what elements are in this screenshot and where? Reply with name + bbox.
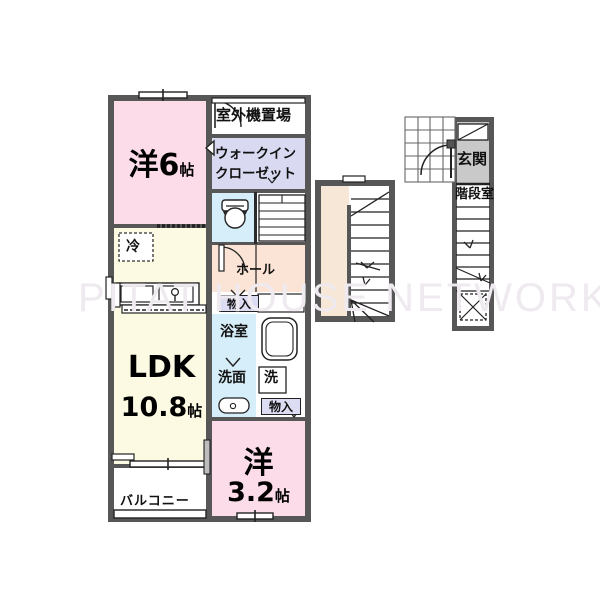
label-storage-upper: 物入: [219, 295, 259, 312]
room-label-bedroom-3-size: 3.2 帖: [208, 477, 309, 508]
label-fridge: 冷: [126, 239, 140, 255]
wall-wic-toilet-divider: [212, 189, 311, 193]
room-fill-washbasin: [212, 364, 256, 396]
wall-bedroom6-bottom: [114, 224, 206, 228]
wall-right-block-right: [489, 117, 494, 331]
wall-right-block-left: [452, 117, 457, 331]
wall-main-right: [305, 95, 311, 522]
room-fill-upper-storage-block: [256, 192, 305, 244]
room-label-bedroom-6: 洋 6 帖: [114, 140, 209, 184]
wall-right-block-bottom: [452, 326, 494, 331]
wall-balcony-left: [108, 467, 114, 522]
label-laundry: 洗: [264, 370, 278, 386]
room-fill-bathtub-area: [256, 314, 305, 364]
ldk-name: LDK: [127, 350, 196, 385]
room-fill-toilet: [212, 192, 256, 244]
label-washbasin: 洗面: [218, 370, 246, 386]
wall-ldk-balcony: [108, 464, 211, 468]
bedroom6-name: 洋: [128, 148, 159, 183]
bedroom3-size: 3.2: [227, 477, 275, 508]
room-label-ldk-name: LDK: [114, 350, 209, 385]
label-entrance: 玄関: [457, 150, 488, 168]
label-walk-in-closet-line2: クローゼット: [215, 166, 296, 182]
label-stairwell: 階段室: [455, 187, 495, 202]
room-label-ldk-size: 10.8 帖: [110, 392, 213, 423]
wall-outdoor-wic-divider: [212, 134, 311, 138]
wall-center-stair-left: [315, 180, 321, 322]
wall-center-stair-right: [389, 180, 395, 322]
label-bathroom: 浴室: [220, 324, 248, 340]
wall-right-block-top: [452, 117, 494, 122]
room-fill-walk-in-closet: [212, 137, 305, 192]
watermark-text: PITAT HOUSE NETWORK: [78, 276, 600, 320]
label-balcony: バルコニー: [120, 494, 190, 509]
wall-toilet-right: [254, 192, 257, 244]
room-fill-balcony: [108, 467, 209, 517]
ldk-unit: 帖: [187, 402, 203, 420]
room-fill-bedroom-6: [114, 101, 209, 227]
label-storage-lower: 物入: [261, 398, 301, 415]
wall-vertical-center: [206, 95, 212, 467]
label-outdoor-unit: 室外機置場: [216, 106, 292, 124]
bedroom6-size: 6: [158, 148, 180, 183]
bedroom3-unit: 帖: [274, 487, 290, 505]
bedroom3-name: 洋: [243, 446, 274, 481]
wall-storage-stair-divider: [256, 242, 311, 245]
label-walk-in-closet-line1: ウォークイン: [215, 146, 296, 162]
room-fill-ldk: [114, 227, 209, 467]
ldk-size: 10.8: [120, 392, 188, 423]
wall-center-stair-inner: [347, 205, 351, 320]
bedroom6-unit: 帖: [179, 161, 195, 179]
wall-toilet-hall-divider: [212, 242, 256, 245]
wall-center-stair-top: [315, 180, 395, 186]
room-fill-bathroom: [212, 314, 256, 364]
wall-bedroom3-top: [206, 417, 311, 421]
room-fill-center-stair-landing: [319, 186, 349, 316]
room-label-bedroom-3-name: 洋: [212, 438, 305, 482]
room-fill-bedroom-3: [212, 420, 305, 517]
